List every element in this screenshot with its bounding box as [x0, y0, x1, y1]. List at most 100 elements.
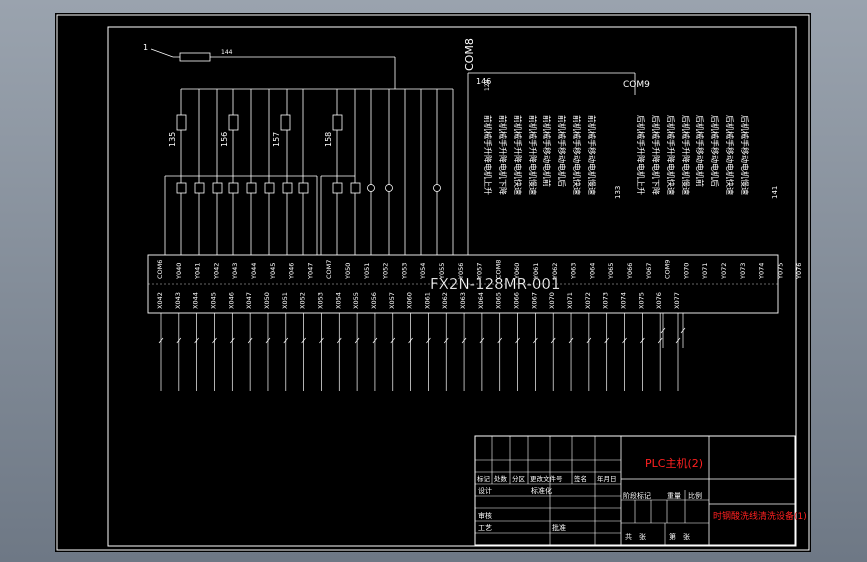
- output-description: 前机械手升降电机上升: [483, 115, 493, 195]
- bottom-terminal-label: X066: [513, 292, 521, 309]
- wire-number-top: 144: [221, 49, 233, 56]
- output-description: 后机械手升降电机下降: [651, 115, 661, 195]
- output-description: 后机械手升降电机慢速: [681, 115, 691, 195]
- wire-number-right: 146: [476, 77, 491, 86]
- bottom-terminal-label: X077: [673, 292, 681, 309]
- revision-header-cell: 更改文件号: [530, 474, 563, 483]
- top-terminal-label: Y064: [588, 263, 596, 280]
- top-terminal-label: Y053: [400, 263, 408, 280]
- output-description: 前机械手升降电机慢速: [528, 115, 538, 195]
- outer-border: [56, 14, 810, 551]
- input-wiring: [158, 313, 686, 391]
- bottom-terminal-label: X076: [655, 292, 663, 309]
- label-approve: 批准: [552, 523, 566, 532]
- sheet-number: 1: [143, 43, 148, 52]
- fuse-box: [176, 114, 187, 131]
- bottom-terminal-label: X064: [477, 292, 485, 309]
- label-sheets-total: 共 张: [625, 532, 646, 541]
- output-description: 前机械手升降电机下降: [498, 115, 508, 195]
- bottom-terminal-label: X070: [548, 292, 556, 309]
- top-terminal-label: Y041: [194, 263, 202, 280]
- plc-model: FX2N-128MR-001: [430, 275, 561, 293]
- top-terminal-label: COM8: [494, 260, 502, 279]
- fuse-symbol: [179, 52, 211, 62]
- revision-header-cell: 处数: [494, 474, 508, 483]
- top-terminal-label: Y065: [607, 263, 615, 280]
- top-terminal-label: Y047: [306, 263, 314, 280]
- revision-header-cell: 标记: [477, 474, 491, 483]
- top-terminal-label: Y063: [570, 263, 578, 280]
- top-terminal-label: Y057: [476, 263, 484, 280]
- bottom-terminal-label: X074: [620, 292, 628, 309]
- label-review: 审核: [478, 511, 492, 520]
- bottom-terminal-label: X054: [334, 292, 342, 309]
- indicator-lamp: [367, 184, 375, 192]
- output-description: 前机械手移动电机慢速: [587, 115, 597, 195]
- fuse-box: [228, 114, 239, 131]
- bottom-terminal-label: X044: [192, 292, 200, 309]
- bottom-terminal-label: X045: [209, 292, 217, 309]
- top-terminal-label: Y051: [363, 263, 371, 280]
- wire-number-156: 156: [220, 132, 229, 147]
- top-terminal-label: Y055: [438, 263, 446, 280]
- label-stage: 阶段标记: [623, 491, 651, 500]
- indicator-lamp: [385, 184, 393, 192]
- top-terminal-label: Y046: [288, 263, 296, 280]
- top-terminal-label: Y050: [344, 263, 352, 280]
- wire-number-158: 158: [324, 132, 333, 147]
- bottom-terminal-label: X042: [156, 292, 164, 309]
- revision-header-cell: 签名: [574, 474, 587, 483]
- bottom-terminal-label: X047: [245, 292, 253, 309]
- bottom-terminal-label: X065: [495, 292, 503, 309]
- bottom-terminal-label: X075: [637, 292, 645, 309]
- output-description: 后机械手升降电机快速: [666, 115, 676, 195]
- label-standardize: 标准化: [531, 486, 552, 495]
- output-description: 后机械手移动电机后: [710, 115, 720, 187]
- inner-border: [107, 26, 797, 547]
- top-terminal-label: Y075: [776, 263, 784, 280]
- bottom-terminal-label: X067: [530, 292, 538, 309]
- top-terminal-label: Y074: [758, 263, 766, 280]
- bottom-terminal-label: X060: [406, 292, 414, 309]
- bottom-terminal-label: X072: [584, 292, 592, 309]
- top-terminal-label: Y056: [457, 263, 465, 280]
- bottom-terminal-label: X056: [370, 292, 378, 309]
- title-block: [474, 435, 796, 546]
- top-terminal-label: Y061: [532, 263, 540, 280]
- bottom-terminal-label: X050: [263, 292, 271, 309]
- wire-number-133: 133: [614, 186, 622, 199]
- bottom-terminal-label: X053: [316, 292, 324, 309]
- label-process: 工艺: [478, 524, 492, 532]
- top-terminal-label: Y052: [382, 263, 390, 280]
- bottom-terminal-label: X055: [352, 292, 360, 309]
- output-description: 后机械手移动电机前: [695, 115, 705, 187]
- output-description: 前机械手移动电机快速: [572, 115, 582, 195]
- wire-number-157: 157: [272, 132, 281, 147]
- top-terminal-label: Y043: [231, 263, 239, 280]
- drawing-title: PLC主机(2): [645, 456, 703, 470]
- bottom-terminal-label: X062: [441, 292, 449, 309]
- top-terminal-label: Y071: [701, 263, 709, 280]
- bottom-terminal-label: X052: [299, 292, 307, 309]
- label-sheet-no: 第 张: [669, 532, 690, 541]
- top-terminal-label: COM7: [325, 260, 333, 279]
- plc-wiring-diagram: 1 144 COM8 146 128 COM9: [56, 14, 822, 551]
- input-wire: [150, 48, 174, 58]
- label-scale: 比例: [688, 491, 702, 500]
- revision-header-cell: 分区: [512, 474, 526, 483]
- top-terminal-label: Y045: [269, 263, 277, 280]
- top-terminal-label: Y073: [739, 263, 747, 280]
- output-description: 前机械手移动电机后: [557, 115, 567, 187]
- bottom-terminal-label: X051: [281, 292, 289, 309]
- top-terminal-label: COM6: [156, 260, 164, 279]
- top-terminal-label: Y042: [212, 263, 220, 280]
- output-branches: [164, 89, 454, 255]
- wire-number-135: 135: [168, 132, 177, 147]
- top-terminal-label: Y067: [645, 263, 653, 280]
- top-terminal-label: Y076: [795, 263, 803, 280]
- bottom-terminal-label: X071: [566, 292, 574, 309]
- bottom-terminal-label: X043: [174, 292, 182, 309]
- drawing-sheet: 1 144 COM8 146 128 COM9: [55, 13, 822, 552]
